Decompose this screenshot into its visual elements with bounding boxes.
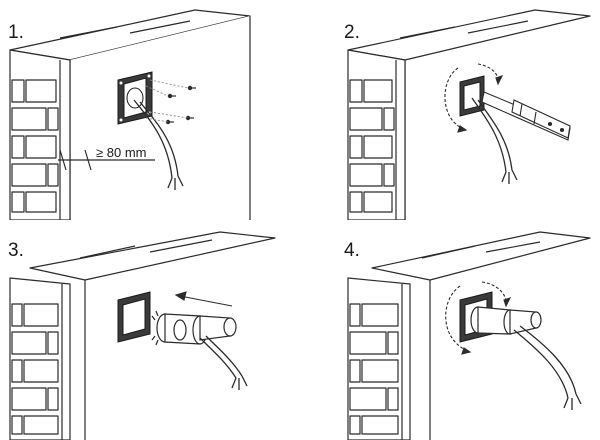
step-1-panel: 1.	[0, 0, 300, 220]
wall-top-joint	[129, 20, 191, 34]
measurement-label: ≥ 80 mm	[96, 145, 146, 160]
bricks	[11, 303, 59, 435]
step-1-illustration: ≥ 80 mm	[9, 9, 251, 220]
rotation-arrow-icon	[445, 281, 512, 355]
mounting-plate-icon	[117, 291, 151, 343]
step-2-illustration	[347, 9, 591, 220]
cable-icon	[133, 99, 184, 190]
step-3-panel: 3.	[0, 220, 300, 440]
cable-icon	[199, 335, 248, 390]
cable-gland-icon	[470, 306, 542, 335]
step-2-panel: 2.	[300, 0, 600, 220]
step-4-illustration	[347, 231, 591, 440]
bricks	[349, 303, 399, 435]
step-4-number: 4.	[344, 240, 360, 261]
step-1-number: 1.	[8, 22, 24, 43]
step-2-number: 2.	[344, 22, 360, 43]
step-3-number: 3.	[8, 240, 24, 261]
screw-path-dashes	[145, 79, 189, 123]
cable-icon	[471, 97, 518, 184]
rotation-arrow-icon	[444, 63, 504, 133]
drill-bit-icon	[481, 91, 571, 141]
wall-side	[9, 49, 71, 220]
bricks	[11, 79, 59, 213]
bricks	[349, 79, 395, 213]
dimension-marker	[58, 149, 155, 171]
wall-top-joint	[59, 26, 118, 39]
wall-face	[70, 16, 250, 220]
step-4-panel: 4.	[300, 220, 600, 440]
step-3-illustration	[9, 231, 276, 440]
cable-gland-icon	[151, 310, 237, 346]
screw-icon	[165, 85, 196, 125]
cable-icon	[513, 325, 582, 410]
direction-arrow-icon	[174, 291, 233, 307]
